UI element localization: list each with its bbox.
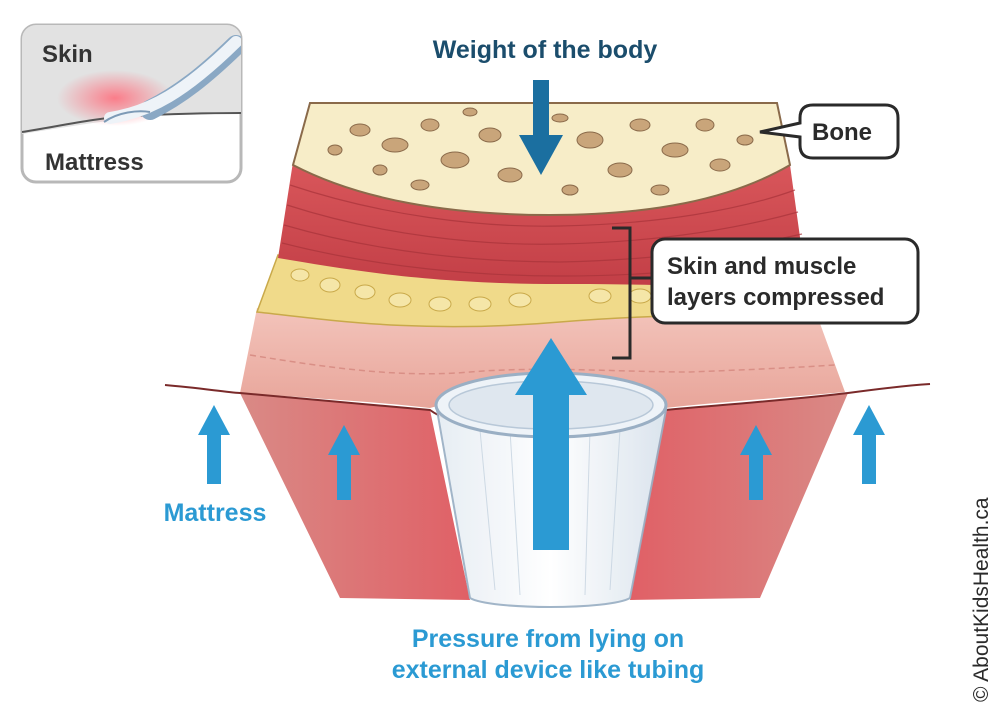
layers-callout: Skin and muscle layers compressed <box>650 237 920 325</box>
bone-callout: Bone <box>759 103 900 160</box>
layers-label-line1: Skin and muscle <box>667 253 856 280</box>
left-tissue-wall <box>240 393 470 600</box>
layers-label-line2: layers compressed <box>667 284 884 311</box>
inset-panel: Skin Mattress <box>20 23 243 184</box>
mattress-arrows <box>198 405 885 500</box>
weight-arrow <box>519 80 563 175</box>
pressure-arrow <box>515 338 587 550</box>
mattress-arrow-4 <box>853 405 885 484</box>
right-tissue-wall <box>630 393 848 600</box>
layers-bracket <box>612 226 652 360</box>
inset-skin-label: Skin <box>42 41 93 68</box>
pressure-label-line1: Pressure from lying on <box>412 625 684 653</box>
mattress-arrow-2 <box>328 425 360 500</box>
bone-texture <box>327 107 754 196</box>
mattress-arrow-1 <box>198 405 230 484</box>
copyright-label: © AboutKidsHealth.ca <box>970 497 993 702</box>
bone-label: Bone <box>812 119 872 146</box>
weight-label: Weight of the body <box>433 36 658 64</box>
inset-mattress-label: Mattress <box>45 149 144 176</box>
mattress-label: Mattress <box>164 499 267 527</box>
pressure-label-line2: external device like tubing <box>392 656 705 684</box>
mattress-arrow-3 <box>740 425 772 500</box>
